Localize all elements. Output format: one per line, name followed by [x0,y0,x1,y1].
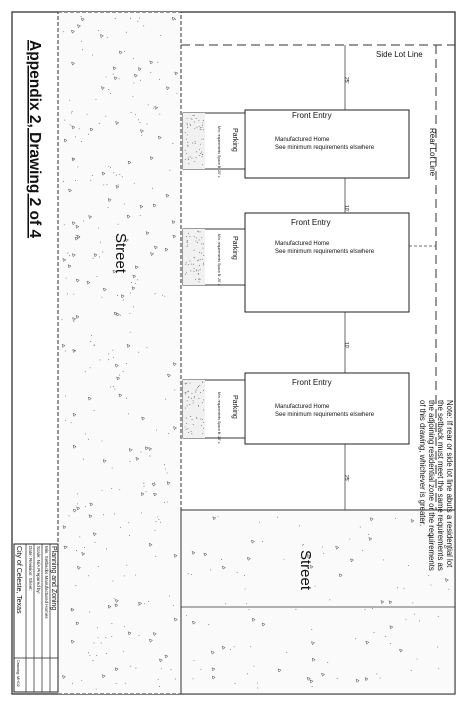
title-block-department: Planning and Zoning [50,546,57,610]
title-block-city: City of Celeste, Texas [15,546,22,614]
home-front-entry-label: Front Entry [291,218,331,227]
title-block-row-2: Date: Revision: Sheet: [28,546,33,591]
title-block-subtitle: Min. Setbacks Manufactured Homes [44,546,49,619]
home-title: Manufactured Home [275,241,330,247]
home-front-entry-label: Front Entry [292,378,332,387]
home-requirements-note: See minimum requirements elswhere [275,249,375,255]
svg-text:10': 10' [343,205,349,212]
setback-dimension-ticks: 25' 10' 10' 25' [343,77,349,482]
main-street-area [57,11,182,695]
parking-requirements: Min. requirements Space B: 20' x [217,234,221,286]
title-block: Planning and Zoning Min. Setbacks Manufa… [13,543,59,693]
setback-dimension-lines [344,45,436,510]
manufactured-home-3: Front Entry Manufactured Home See minimu… [244,372,410,445]
title-block-drawing-id: Drawing: MHD2 [16,660,20,687]
note-line-4: of this drawing, whichever is greater. [418,400,427,526]
parking-label: Parking [231,236,238,260]
parking-label: Parking [231,128,238,152]
lower-street-stipple-pattern [185,514,450,689]
setback-note: Note: If rear or side lot line abuts a r… [418,400,454,571]
svg-text:25': 25' [343,77,349,84]
main-street-label: Street [112,233,129,274]
parking-requirements: Min. requirements Space B: 20' x [217,126,221,178]
lower-street-label: Street [297,550,314,591]
parking-pad-1: Parking Min. requirements Space B: 20' x [182,112,246,178]
drawing-title: Appendix 2, Drawing 2 of 4 [26,40,43,238]
parking-pad-3: Parking Min. requirements Space B: 20' x [182,379,246,444]
note-line-1: Note: If rear or side lot line abuts a r… [445,400,454,568]
parking-pad-2: Parking Min. requirements Space B: 20' x [182,228,246,286]
svg-text:10': 10' [343,342,349,349]
title-block-row-1: Scale: N/A Prepared by: [36,546,41,594]
home-title: Manufactured Home [275,404,330,410]
rear-lot-line-label: Rear Lot Line [428,128,437,177]
home-requirements-note: See minimum requirements elswhere [275,145,375,151]
parking-requirements: Min. requirements Space B: 20' x [217,392,221,444]
lower-street-area [180,509,456,695]
manufactured-home-2: Front Entry Manufactured Home See minimu… [244,212,410,313]
street-stipple-pattern [61,16,179,690]
home-requirements-note: See minimum requirements elswhere [275,412,375,418]
note-line-3: the adjoining residential zone or the re… [427,400,436,571]
note-line-2: the setback must meet the same requireme… [436,400,445,571]
manufactured-home-1: Front Entry Manufactured Home See minimu… [244,109,410,179]
svg-text:25': 25' [343,475,349,482]
parking-label: Parking [231,395,238,419]
home-front-entry-label: Front Entry [292,111,332,120]
home-title: Manufactured Home [275,137,330,143]
side-lot-line-label: Side Lot Line [376,50,423,59]
